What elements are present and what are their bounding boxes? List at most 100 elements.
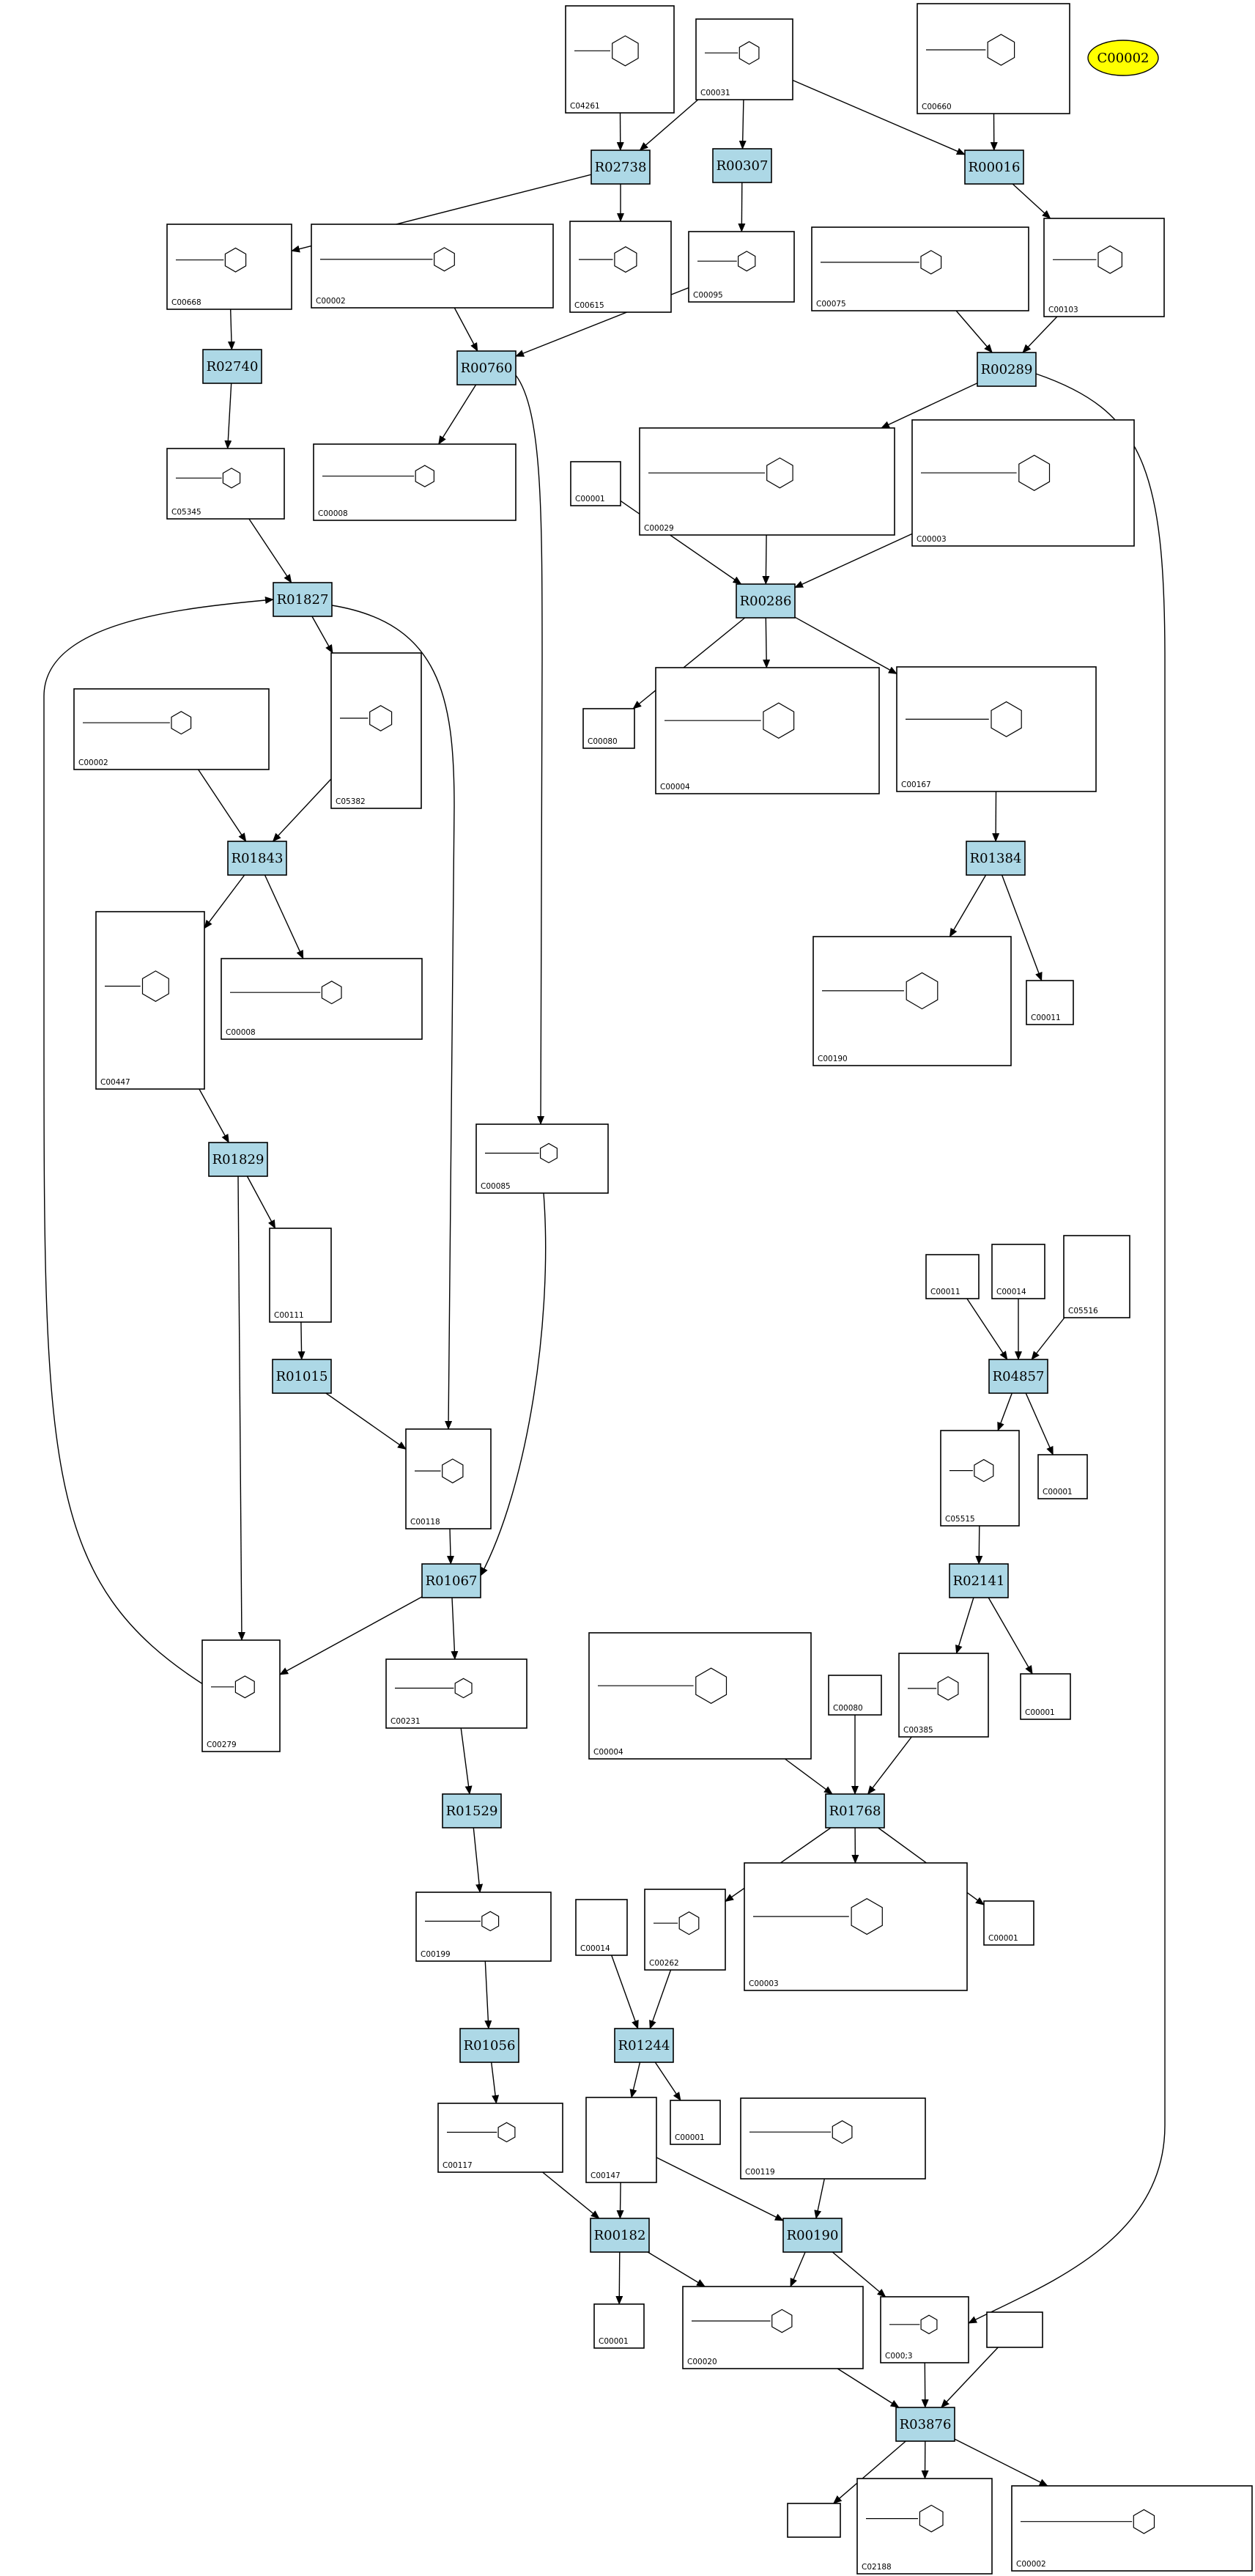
compound-blank1[interactable] (986, 2311, 1043, 2348)
compound-box (1020, 1673, 1071, 1720)
compound-label: C00011 (930, 1288, 960, 1296)
compound-c00085[interactable]: C00085 (475, 1123, 609, 1194)
reaction-r00289[interactable]: R00289 (977, 352, 1037, 387)
compound-c00001d[interactable]: C00001 (983, 1900, 1034, 1946)
compound-label: C00014 (580, 1944, 610, 1953)
compound-box (940, 1430, 1020, 1527)
reaction-r01768[interactable]: R01768 (825, 1793, 885, 1828)
reaction-r01244[interactable]: R01244 (614, 2028, 674, 2063)
compound-c00279[interactable]: C00279 (201, 1639, 281, 1752)
compound-c00231[interactable]: C00231 (385, 1658, 527, 1729)
compound-c05515[interactable]: C05515 (940, 1430, 1020, 1527)
reaction-r02738[interactable]: R02738 (591, 150, 651, 185)
compound-label: C00002 (78, 759, 108, 767)
compound-c00385[interactable]: C00385 (898, 1653, 989, 1738)
compound-c05382[interactable]: C05382 (330, 652, 422, 809)
edge-R01015-to-c00118 (325, 1392, 407, 1450)
reaction-r00307[interactable]: R00307 (712, 148, 772, 183)
compound-c00001b[interactable]: C00001 (1037, 1454, 1088, 1499)
compound-c00190[interactable]: C00190 (812, 936, 1012, 1066)
compound-box (828, 1675, 882, 1716)
compound-label: C00103 (1048, 306, 1078, 314)
compound-c00615[interactable]: C00615 (569, 221, 672, 313)
compound-c00020[interactable]: C00020 (682, 2286, 864, 2369)
compound-c05345[interactable]: C05345 (166, 448, 285, 520)
reaction-r00286[interactable]: R00286 (736, 583, 796, 619)
compound-blank2[interactable] (787, 2503, 841, 2538)
reaction-r01056[interactable]: R01056 (459, 2028, 519, 2063)
compound-c00095[interactable]: C00095 (688, 231, 795, 303)
compound-c00001e[interactable]: C00001 (670, 2100, 721, 2145)
reaction-r00760[interactable]: R00760 (456, 350, 517, 385)
compound-c00004a[interactable]: C00004 (655, 667, 880, 794)
compound-c00080a[interactable]: C00080 (582, 708, 635, 749)
edge-R01829-to-c00279 (237, 1176, 245, 1641)
reaction-label: R01384 (970, 851, 1022, 866)
compound-c00001f[interactable]: C00001 (593, 2303, 645, 2349)
ring-glyph (919, 2504, 944, 2533)
compound-c00147[interactable]: C00147 (585, 2097, 657, 2183)
compound-c00117[interactable]: C00117 (437, 2103, 563, 2173)
edge-R00760-to-c00085 (515, 374, 545, 1125)
reaction-r00182[interactable]: R00182 (590, 2218, 650, 2253)
compound-c00660[interactable]: C00660 (917, 3, 1070, 114)
legend-ellipse[interactable]: C00002 (1087, 40, 1159, 76)
compound-c04261[interactable]: C04261 (565, 5, 675, 114)
compound-box (570, 461, 621, 506)
compound-c05516[interactable]: C05516 (1063, 1235, 1130, 1318)
compound-c00008a[interactable]: C00008 (313, 443, 517, 521)
reaction-r01829[interactable]: R01829 (208, 1142, 268, 1177)
reaction-r01843[interactable]: R01843 (227, 841, 287, 876)
compound-label: C00080 (833, 1704, 863, 1713)
compound-label: C00001 (675, 2133, 705, 2142)
compound-label: C02188 (862, 2563, 892, 2572)
compound-c00002a[interactable]: C00002 (311, 224, 554, 309)
ring-glyph (369, 705, 393, 731)
compound-c00262[interactable]: C00262 (644, 1889, 726, 1971)
reaction-r00190[interactable]: R00190 (782, 2218, 843, 2253)
compound-c00013[interactable]: C000;3 (880, 2296, 969, 2363)
reaction-box (459, 2028, 519, 2063)
reaction-r01384[interactable]: R01384 (966, 841, 1026, 876)
compound-c00118[interactable]: C00118 (405, 1428, 492, 1529)
reaction-r02141[interactable]: R02141 (949, 1563, 1009, 1598)
reaction-r04857[interactable]: R04857 (988, 1359, 1048, 1394)
ring-glyph (832, 2120, 853, 2144)
compound-c00080b[interactable]: C00080 (828, 1675, 882, 1716)
compound-c00014b[interactable]: C00014 (575, 1899, 628, 1956)
compound-c00111[interactable]: C00111 (269, 1228, 332, 1323)
compound-c00031[interactable]: C00031 (695, 18, 793, 100)
compound-c00014a[interactable]: C00014 (991, 1244, 1045, 1299)
reaction-r01067[interactable]: R01067 (421, 1563, 481, 1598)
compound-c00199[interactable]: C00199 (415, 1892, 552, 1962)
reaction-r03876[interactable]: R03876 (895, 2407, 955, 2442)
compound-c00119[interactable]: C00119 (740, 2097, 926, 2180)
compound-c00004b[interactable]: C00004 (588, 1632, 812, 1760)
compound-c00002b[interactable]: C00002 (73, 688, 270, 770)
compound-c00668[interactable]: C00668 (166, 224, 292, 310)
compound-c00008b[interactable]: C00008 (221, 958, 423, 1040)
edge-R00190-to-c00013 (832, 2251, 886, 2298)
compound-c00003b[interactable]: C00003 (744, 1862, 968, 1991)
compound-c00447[interactable]: C00447 (95, 911, 205, 1090)
compound-c00001c[interactable]: C00001 (1020, 1673, 1071, 1720)
compound-box (569, 221, 672, 313)
compound-c00029[interactable]: C00029 (639, 427, 895, 536)
reaction-r02740[interactable]: R02740 (202, 349, 262, 384)
reaction-r01529[interactable]: R01529 (442, 1793, 502, 1828)
compound-c00075[interactable]: C00075 (811, 226, 1029, 311)
edge-c00231-to-R01529 (460, 1727, 473, 1795)
compound-c00011a[interactable]: C00011 (1026, 980, 1074, 1025)
compound-c00003a[interactable]: C00003 (911, 419, 1135, 547)
compound-c00011b[interactable]: C00011 (925, 1254, 980, 1299)
reaction-r01827[interactable]: R01827 (273, 582, 333, 617)
reaction-r00016[interactable]: R00016 (964, 150, 1024, 185)
compound-c02188[interactable]: C02188 (856, 2478, 993, 2575)
compound-c00103[interactable]: C00103 (1043, 218, 1165, 317)
compound-c00002c[interactable]: C00002 (1011, 2485, 1253, 2572)
reaction-r01015[interactable]: R01015 (272, 1359, 332, 1394)
compound-c00167[interactable]: C00167 (896, 666, 1097, 792)
compound-label: C00031 (700, 89, 730, 97)
compound-c00001a[interactable]: C00001 (570, 461, 621, 506)
compound-label: C05515 (945, 1515, 975, 1524)
